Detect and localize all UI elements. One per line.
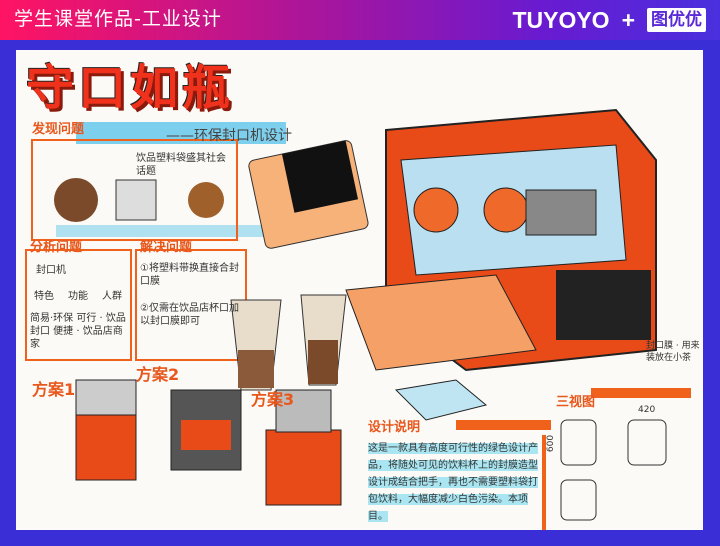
poster-subtitle: ——环保封口机设计 bbox=[166, 128, 292, 144]
section-plan2: 方案2 bbox=[136, 365, 180, 384]
screen-sketch bbox=[281, 140, 359, 213]
dimension-height: 600 bbox=[546, 434, 557, 453]
front-view bbox=[560, 419, 597, 466]
design-description: 这是一款具有高度可行性的绿色设计产品，将随处可见的饮料杯上的封膜造型设计成结合把… bbox=[368, 440, 538, 525]
section-plan1: 方案1 bbox=[32, 380, 76, 399]
section-plan3: 方案3 bbox=[251, 390, 295, 409]
plan1-model bbox=[75, 379, 137, 416]
plan3-model bbox=[265, 429, 342, 506]
dimension-width: 420 bbox=[638, 405, 656, 415]
analysis-details: 简易·环保 可行 · 饮品封口 便捷 · 饮品店商家 bbox=[30, 313, 126, 350]
orange-marker-stroke bbox=[456, 420, 551, 430]
bag-sketch bbox=[115, 179, 157, 221]
design-poster: 守口如瓶 ——环保封口机设计 发现问题 分析问题 解决问题 方案1 方案2 方案… bbox=[16, 50, 703, 530]
solution-1: ①将塑料带换直接合封口膜 bbox=[140, 263, 239, 287]
analysis-panel bbox=[25, 249, 132, 361]
header-title: 学生课堂作品-工业设计 bbox=[14, 8, 222, 30]
solution-2: ②仅需在饮品店杯口加以封口膜即可 bbox=[140, 303, 239, 327]
plus-sign: + bbox=[621, 7, 635, 33]
cup-drink bbox=[308, 340, 338, 384]
partner-logo: 图优优 bbox=[647, 8, 706, 32]
person-sketch bbox=[188, 182, 224, 218]
plan3-model bbox=[275, 389, 332, 433]
roller-sketch bbox=[413, 187, 459, 233]
cup-lid-sketch bbox=[394, 379, 488, 421]
section-solve-problem: 解决问题 bbox=[140, 240, 193, 255]
cup-drink bbox=[238, 350, 274, 388]
orange-marker-stroke bbox=[542, 435, 546, 530]
person-sketch bbox=[54, 178, 98, 222]
section-design-note: 设计说明 bbox=[368, 420, 421, 435]
machine-note: 封口膜 · 用来装放在小茶 bbox=[646, 341, 700, 363]
machine-tray bbox=[345, 274, 537, 371]
blue-marker-stroke bbox=[56, 225, 276, 237]
side-view bbox=[627, 419, 667, 466]
roller-sketch bbox=[483, 187, 529, 233]
blue-marker-stroke bbox=[76, 122, 286, 144]
section-analyze-problem: 分析问题 bbox=[30, 240, 83, 255]
tuyoyo-logo: TUYOYO bbox=[512, 7, 610, 33]
machine-base bbox=[556, 270, 651, 340]
analysis-item: 人群 bbox=[102, 291, 122, 302]
plan2-model bbox=[181, 420, 231, 450]
plan1-model bbox=[75, 409, 137, 481]
design-description-text: 这是一款具有高度可行性的绿色设计产品，将随处可见的饮料杯上的封膜造型设计成结合把… bbox=[368, 443, 538, 522]
scene-note: 饮品塑料袋盛其社会话题 bbox=[136, 153, 226, 177]
poster-illustration bbox=[25, 108, 691, 530]
poster-title: 守口如瓶 bbox=[26, 60, 235, 116]
analysis-item: 特色 bbox=[34, 291, 54, 302]
orange-marker-stroke bbox=[591, 388, 691, 398]
section-find-problem: 发现问题 bbox=[32, 122, 85, 137]
analysis-items: 特色 功能 人群 bbox=[34, 290, 122, 303]
header-banner: 学生课堂作品-工业设计 TUYOYO + 图优优 bbox=[0, 0, 720, 40]
problem-panel bbox=[31, 139, 238, 241]
roller-sketch bbox=[525, 189, 597, 236]
section-three-view: 三视图 bbox=[556, 395, 596, 410]
top-view bbox=[560, 479, 597, 521]
analysis-item: 功能 bbox=[68, 291, 88, 302]
brand-logos: TUYOYO + 图优优 bbox=[512, 6, 706, 34]
analysis-root: 封口机 bbox=[36, 265, 66, 276]
